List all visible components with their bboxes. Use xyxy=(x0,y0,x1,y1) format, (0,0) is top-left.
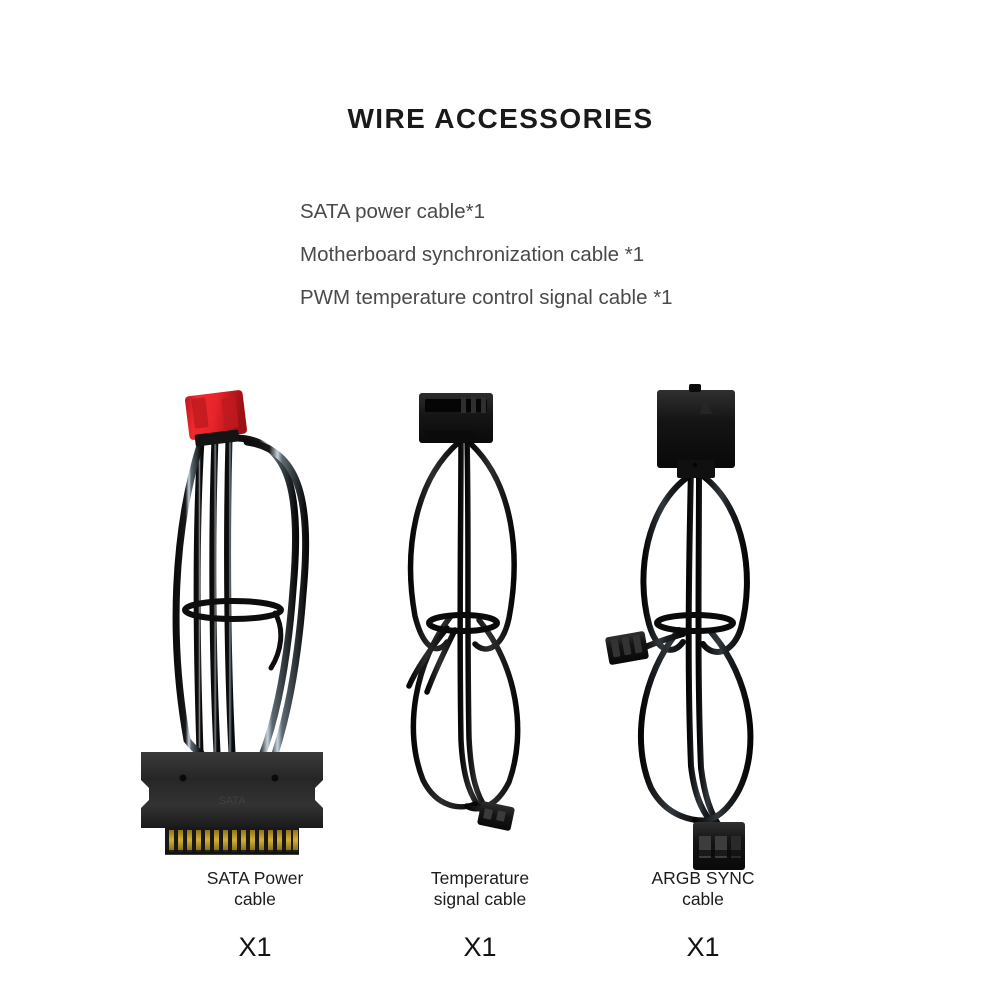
product-temperature-signal-cable xyxy=(375,380,635,880)
spec-list-item-pwm-temperature: PWM temperature control signal cable *1 xyxy=(300,286,673,309)
caption-name-sata-line1: SATA Power xyxy=(206,868,304,888)
black-4pin-connector xyxy=(419,393,493,443)
product-image-row: SATA xyxy=(0,380,1001,880)
spec-list-item-sata: SATA power cable*1 xyxy=(300,200,485,223)
page-title: WIRE ACCESSORIES xyxy=(347,103,654,134)
caption-name-temp: Temperature signal cable xyxy=(360,868,600,910)
cable-tie-icon xyxy=(182,598,284,671)
temperature-signal-cable-photo xyxy=(406,393,521,831)
argb-sync-cable-photo xyxy=(605,384,754,870)
black-hub-connector xyxy=(657,384,735,478)
sata-15pin-connector: SATA xyxy=(141,752,323,855)
spec-list-item-motherboard-sync: Motherboard synchronization cable *1 xyxy=(300,243,645,266)
product-argb-sync-cable xyxy=(595,380,855,880)
caption-name-argb-line1: ARGB SYNC xyxy=(651,868,755,888)
caption-qty-sata: X1 xyxy=(238,932,272,962)
sata-power-cable-photo: SATA xyxy=(141,390,323,855)
caption-qty-argb: X1 xyxy=(686,932,720,962)
caption-qty-temp: X1 xyxy=(463,932,497,962)
caption-name-sata-line2: cable xyxy=(234,889,276,909)
caption-argb-sync-cable: ARGB SYNC cable X1 xyxy=(583,868,823,963)
caption-name-argb: ARGB SYNC cable xyxy=(583,868,823,910)
caption-name-temp-line1: Temperature xyxy=(430,868,530,888)
caption-name-argb-line2: cable xyxy=(682,889,724,909)
caption-sata-power-cable: SATA Power cable X1 xyxy=(135,868,375,963)
spec-list: SATA power cable*1 Motherboard synchroni… xyxy=(300,190,920,319)
cable-tie-icon xyxy=(426,612,500,634)
argb-3pin-connector xyxy=(693,822,745,870)
cable-tie-icon xyxy=(654,612,736,634)
caption-row: SATA Power cable X1 Temperature signal c… xyxy=(0,868,1001,978)
black-3pin-branch-connector xyxy=(605,631,649,665)
caption-name-temp-line2: signal cable xyxy=(433,889,527,909)
caption-name-sata: SATA Power cable xyxy=(135,868,375,910)
caption-temperature-signal-cable: Temperature signal cable X1 xyxy=(360,868,600,963)
product-sata-power-cable: SATA xyxy=(125,380,385,880)
red-2pin-connector xyxy=(184,390,248,447)
black-2pin-connector xyxy=(477,801,515,831)
svg-text:SATA: SATA xyxy=(218,795,246,807)
